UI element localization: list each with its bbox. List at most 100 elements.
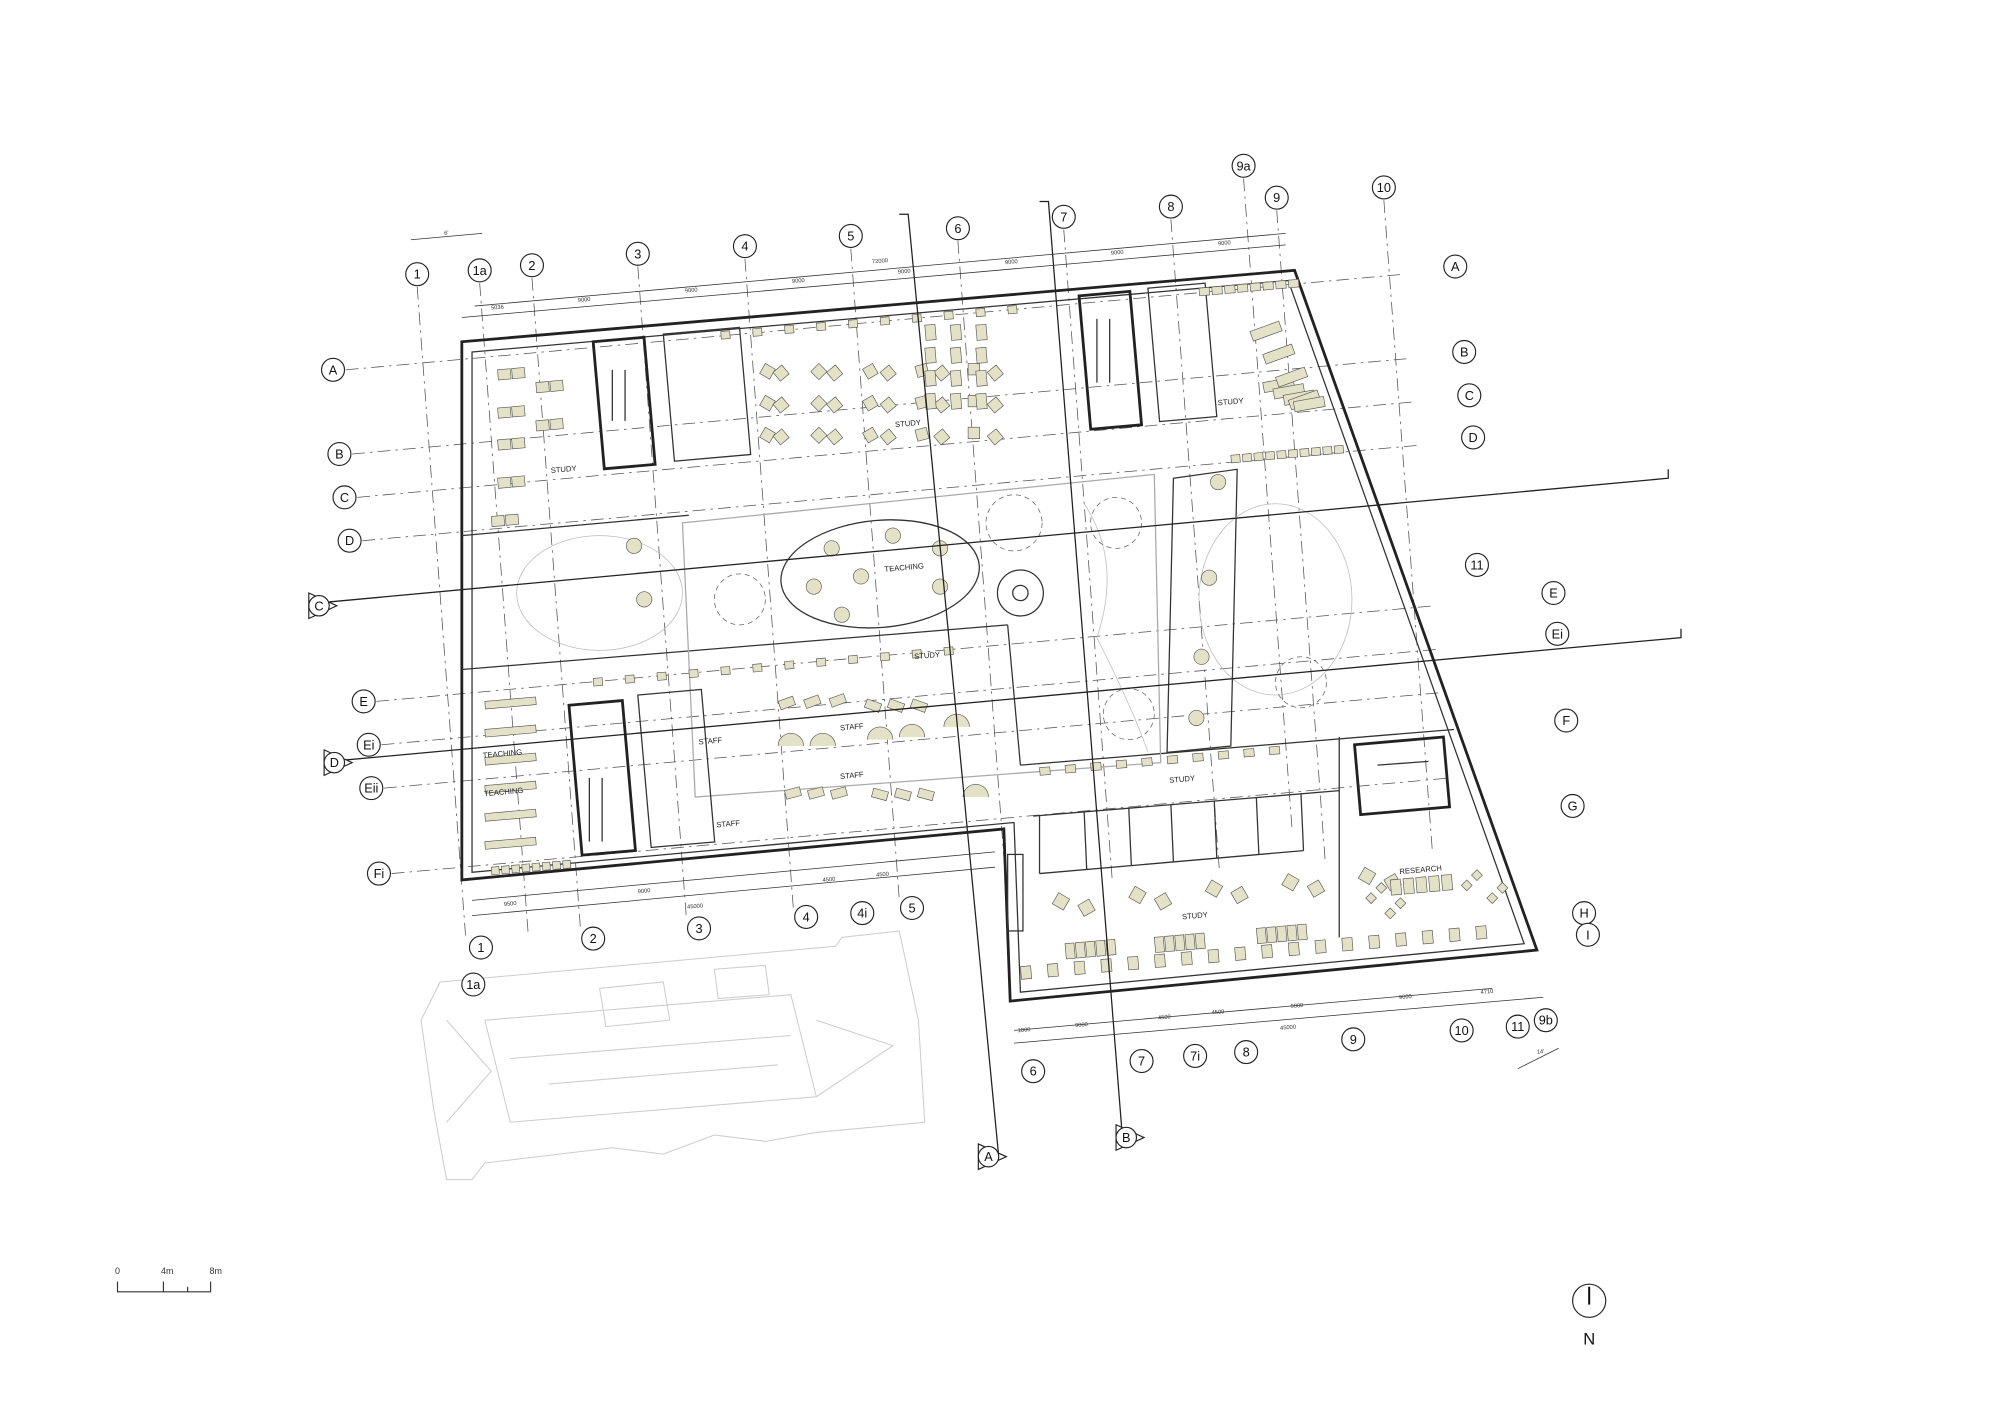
desk bbox=[1314, 939, 1327, 954]
section-label: B bbox=[1122, 1130, 1131, 1145]
desk bbox=[1255, 927, 1267, 944]
grid-label: I bbox=[1586, 927, 1590, 942]
desk bbox=[1051, 892, 1071, 911]
desk bbox=[1020, 965, 1033, 980]
grid-bubble-grid-columns-bottom-7: 7 bbox=[1129, 1048, 1154, 1074]
desk bbox=[1402, 877, 1415, 895]
section-lines bbox=[329, 200, 1682, 1157]
desk bbox=[1064, 942, 1076, 960]
desk bbox=[1249, 320, 1283, 342]
desk bbox=[1236, 283, 1249, 293]
scale-label-8m: 8m bbox=[210, 1266, 222, 1276]
desk bbox=[511, 475, 526, 488]
desk bbox=[1266, 926, 1278, 944]
desk bbox=[916, 787, 935, 802]
dimension-text: 4500 bbox=[876, 872, 889, 879]
grid-label: F bbox=[1562, 713, 1570, 728]
desk bbox=[1262, 281, 1274, 291]
room-label-staff: STAFF bbox=[840, 721, 865, 732]
desk bbox=[688, 668, 699, 678]
grid-bubble-grid-columns-top-7: 7 bbox=[1051, 204, 1076, 229]
desk bbox=[1384, 907, 1397, 920]
curved-desk bbox=[867, 726, 894, 740]
room-label-teaching: TEACHING bbox=[884, 561, 924, 573]
desk bbox=[879, 396, 897, 414]
desk bbox=[810, 363, 828, 381]
grid-label: 10 bbox=[1377, 180, 1391, 195]
grid-bubble-grid-columns-top-6: 6 bbox=[945, 216, 970, 241]
desk bbox=[847, 654, 859, 664]
curved-desk bbox=[809, 732, 836, 747]
grid-bubble-grid-columns-bottom-11: 11 bbox=[1505, 1014, 1530, 1039]
desk bbox=[1095, 939, 1107, 957]
desk bbox=[1341, 937, 1354, 952]
desk bbox=[1275, 280, 1287, 290]
desk bbox=[1153, 892, 1173, 911]
dimension-text: 45000 bbox=[1280, 1024, 1296, 1031]
desk bbox=[541, 861, 551, 871]
grid-label: 6 bbox=[954, 221, 961, 236]
grid-label: C bbox=[340, 490, 349, 505]
grid-bubble-grid-columns-bottom-7i: 7i bbox=[1183, 1043, 1208, 1068]
desk bbox=[1241, 453, 1253, 463]
dimension-text: 9000 bbox=[1075, 1022, 1088, 1029]
desk bbox=[484, 780, 537, 794]
grid-bubble-grid-columns-top-9: 9 bbox=[1264, 185, 1289, 210]
desk bbox=[1249, 282, 1262, 292]
dimension-text: 72000 bbox=[872, 258, 888, 265]
desk bbox=[562, 859, 572, 869]
desk bbox=[1184, 933, 1196, 951]
scale-label-0: 0 bbox=[115, 1266, 120, 1276]
grid-bubble-grid-rows-left-Ei: Ei bbox=[356, 732, 381, 757]
grid-bubble-grid-rows-left-E: E bbox=[351, 689, 376, 714]
room-label-study: STUDY bbox=[1169, 774, 1196, 785]
desk bbox=[862, 426, 879, 444]
desk bbox=[484, 808, 537, 822]
round-table bbox=[1210, 474, 1227, 491]
grid-label: 4 bbox=[803, 909, 810, 924]
desk bbox=[511, 367, 526, 380]
grid-bubble-grid-columns-top-10: 10 bbox=[1371, 175, 1396, 200]
dimension-text: 9000 bbox=[792, 278, 805, 285]
grid-label: 8 bbox=[1167, 199, 1174, 214]
grid-bubble-grid-rows-right-F: F bbox=[1554, 708, 1579, 733]
grid-label: C bbox=[1465, 388, 1474, 403]
desk bbox=[933, 396, 951, 414]
dimension-text: 9000 bbox=[638, 888, 651, 895]
desk bbox=[720, 330, 731, 340]
desk bbox=[924, 346, 937, 364]
desk bbox=[828, 693, 847, 708]
grid-label: 2 bbox=[590, 931, 597, 946]
grid-bubble-grid-columns-bottom-5: 5 bbox=[899, 895, 925, 921]
desk bbox=[752, 663, 763, 673]
desk bbox=[1100, 958, 1113, 973]
round-table bbox=[1201, 569, 1218, 586]
desk bbox=[1333, 444, 1345, 455]
grid-bubble-grid-columns-top-8: 8 bbox=[1158, 194, 1183, 219]
desk bbox=[1275, 366, 1309, 388]
desk bbox=[531, 862, 541, 872]
room-label-teaching: TEACHING bbox=[482, 748, 522, 760]
grid-bubble-grid-rows-left-Fi: Fi bbox=[366, 861, 391, 886]
grid-bubble-grid-rows-right-E: E bbox=[1541, 580, 1566, 606]
desk bbox=[1153, 936, 1165, 953]
desk bbox=[552, 860, 562, 870]
round-table bbox=[823, 540, 840, 557]
desk bbox=[1194, 932, 1206, 950]
desk bbox=[1224, 284, 1236, 294]
grid-label: B bbox=[335, 446, 344, 461]
desk bbox=[1174, 934, 1186, 952]
desk bbox=[1204, 879, 1224, 898]
round-table bbox=[932, 578, 949, 595]
desk bbox=[535, 419, 550, 432]
desk bbox=[863, 698, 883, 713]
desk bbox=[1153, 953, 1166, 968]
desk bbox=[1292, 396, 1326, 413]
desk bbox=[784, 786, 802, 800]
grid-bubble-grid-rows-right-I: I bbox=[1575, 922, 1600, 947]
grid-label: 4i bbox=[857, 906, 867, 921]
north-arrow: N bbox=[1572, 1283, 1607, 1349]
desk bbox=[1287, 278, 1300, 289]
desk bbox=[1141, 757, 1153, 767]
